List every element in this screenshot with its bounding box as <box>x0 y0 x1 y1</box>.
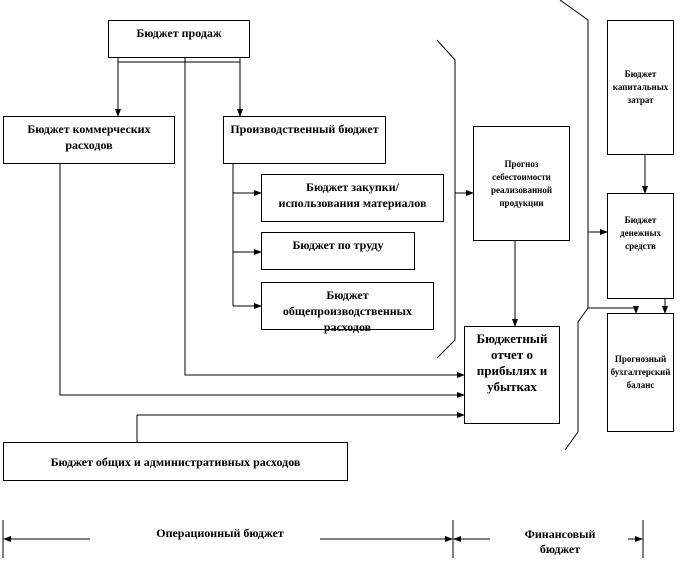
labor-budget: Бюджет по труду <box>261 232 415 270</box>
overhead-label: Бюджет общепроизводственных расходов <box>282 288 413 334</box>
admin-label: Бюджет общих и административных расходов <box>50 454 301 469</box>
forecast-balance: Прогнозный бухгалтерский баланс <box>607 313 674 432</box>
commercial-expenses-budget: Бюджет коммерческих расходов <box>3 116 175 164</box>
capex-label: Бюджет капитальных затрат <box>612 69 669 105</box>
financial-budget-label: Финансовый бюджет <box>505 527 615 557</box>
cost-forecast-label: Прогноз себестоимости реализованной прод… <box>490 158 553 208</box>
materials-label: Бюджет закупки/ использования материалов <box>278 180 427 210</box>
capex-budget: Бюджет капитальных затрат <box>607 20 674 155</box>
operating-budget-label: Операционный бюджет <box>130 526 310 541</box>
balance-label: Прогнозный бухгалтерский баланс <box>610 354 671 390</box>
sales-budget-label: Бюджет продаж <box>136 26 222 40</box>
sales-budget: Бюджет продаж <box>108 20 250 58</box>
labor-label: Бюджет по труду <box>292 238 384 252</box>
materials-budget: Бюджет закупки/ использования материалов <box>261 174 444 222</box>
profit-report-label: Бюджетный отчет о прибылях и убытках <box>476 331 548 394</box>
cost-forecast: Прогноз себестоимости реализованной прод… <box>473 126 570 241</box>
profit-loss-report: Бюджетный отчет о прибылях и убытках <box>464 326 560 424</box>
cash-label: Бюджет денежных средств <box>620 215 661 251</box>
production-label: Производственный бюджет <box>230 122 379 136</box>
commercial-label: Бюджет коммерческих расходов <box>27 122 151 152</box>
production-budget: Производственный бюджет <box>223 116 386 164</box>
overhead-budget: Бюджет общепроизводственных расходов <box>261 282 434 334</box>
cash-budget: Бюджет денежных средств <box>607 193 674 299</box>
admin-expenses-budget: Бюджет общих и административных расходов <box>3 442 348 481</box>
